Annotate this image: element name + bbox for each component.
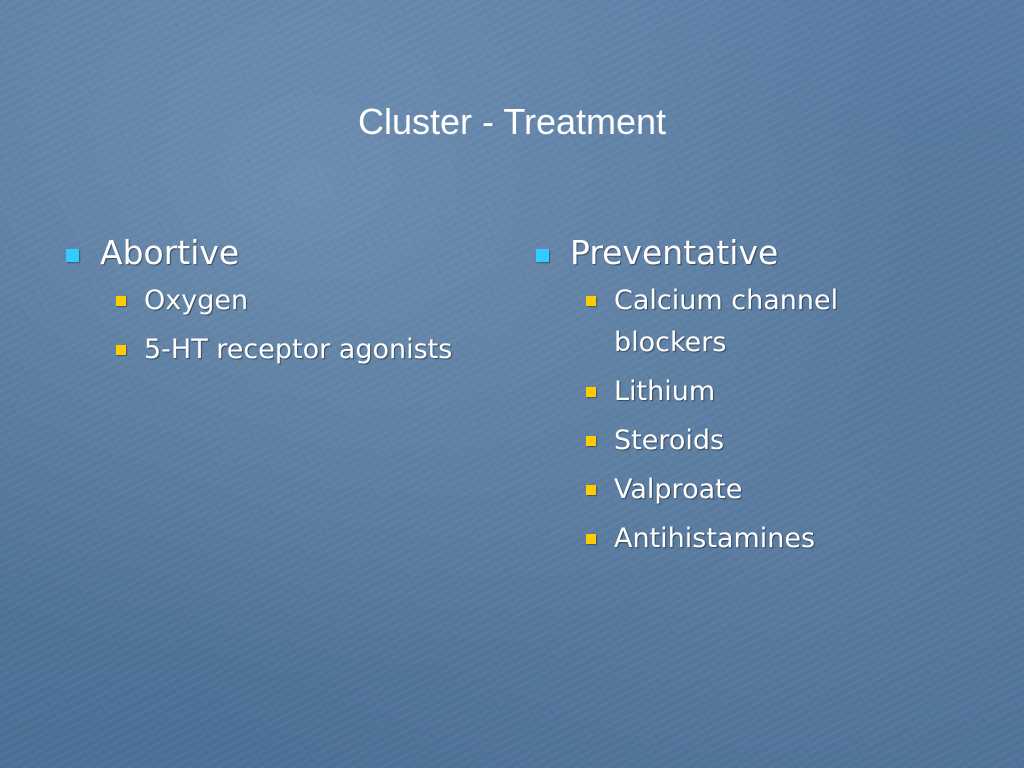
left-column: Abortive Oxygen 5-HT receptor agonists (60, 232, 480, 378)
square-bullet-icon (586, 485, 596, 495)
abortive-list: Oxygen 5-HT receptor agonists (60, 280, 480, 371)
list-item: Valproate (586, 469, 970, 511)
heading-preventative: Preventative (570, 233, 779, 272)
bullet-abortive: Abortive (60, 232, 480, 274)
square-bullet-icon (586, 296, 596, 306)
bullet-preventative: Preventative (530, 232, 970, 274)
list-item: 5-HT receptor agonists (116, 329, 480, 371)
list-item-text: Steroids (614, 425, 725, 456)
preventative-list: Calcium channel blockers Lithium Steroid… (530, 280, 970, 560)
heading-abortive: Abortive (100, 233, 240, 272)
list-item: Calcium channel blockers (586, 280, 970, 364)
list-item: Steroids (586, 420, 970, 462)
square-bullet-icon (116, 296, 126, 306)
square-bullet-icon (586, 387, 596, 397)
list-item-text: Calcium channel blockers (614, 285, 839, 358)
square-bullet-icon (536, 249, 549, 262)
right-column: Preventative Calcium channel blockers Li… (530, 232, 970, 567)
square-bullet-icon (586, 534, 596, 544)
square-bullet-icon (116, 345, 126, 355)
square-bullet-icon (66, 249, 79, 262)
list-item-text: Antihistamines (614, 523, 816, 554)
square-bullet-icon (586, 436, 596, 446)
list-item-text: Lithium (614, 376, 716, 407)
list-item: Lithium (586, 371, 970, 413)
list-item-text: Valproate (614, 474, 743, 505)
list-item-text: Oxygen (144, 285, 249, 316)
slide-title: Cluster - Treatment (357, 101, 667, 142)
list-item-text: 5-HT receptor agonists (144, 334, 453, 365)
list-item: Antihistamines (586, 518, 970, 560)
list-item: Oxygen (116, 280, 480, 322)
